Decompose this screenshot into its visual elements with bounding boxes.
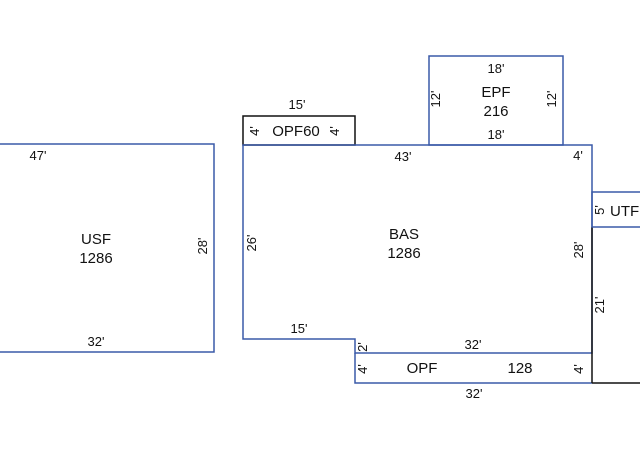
usf-outline: [0, 143, 215, 353]
usf-right-dim: 28': [195, 238, 210, 255]
opf-label: OPF: [407, 360, 438, 377]
bas-area: 1286: [387, 245, 420, 262]
utf-label: UTF: [610, 203, 639, 220]
utf-side-dim: 5': [592, 205, 607, 215]
opf-left-dim: 4': [355, 364, 370, 374]
bas-step-dim: 2': [355, 342, 370, 352]
usf-area: 1286: [79, 250, 112, 267]
epf-right-dim: 12': [544, 91, 559, 108]
opf-right-dim: 4': [571, 364, 586, 374]
opf60-top-dim: 15': [289, 97, 306, 112]
opf-outline: [354, 353, 592, 384]
bas-label: BAS: [389, 226, 419, 243]
bas-bottom-left-dim: 15': [291, 321, 308, 336]
epf-label: EPF: [481, 84, 510, 101]
opf-bottom-dim: 32': [466, 386, 483, 401]
utf-outline: [591, 191, 640, 228]
usf-top-dim: 47': [30, 148, 47, 163]
bas-bottom-right-dim: 32': [465, 337, 482, 352]
bas-left-dim: 26': [244, 235, 259, 252]
epf-top-dim: 18': [488, 61, 505, 76]
epf-bottom-dim: 18': [488, 127, 505, 142]
epf-left-dim: 12': [428, 91, 443, 108]
bas-right-dim: 28': [571, 242, 586, 259]
opf60-label: OPF60: [272, 123, 320, 140]
usf-bottom-dim: 32': [88, 334, 105, 349]
usf-label: USF: [81, 231, 111, 248]
bas-top-right-dim: 4': [573, 148, 583, 163]
epf-area: 216: [483, 103, 508, 120]
opf60-right-dim: 4': [327, 126, 342, 136]
right-wing-dim: 21': [592, 297, 607, 314]
opf60-left-dim: 4': [247, 126, 262, 136]
bas-top-dim: 43': [395, 149, 412, 164]
opf-area: 128: [507, 360, 532, 377]
